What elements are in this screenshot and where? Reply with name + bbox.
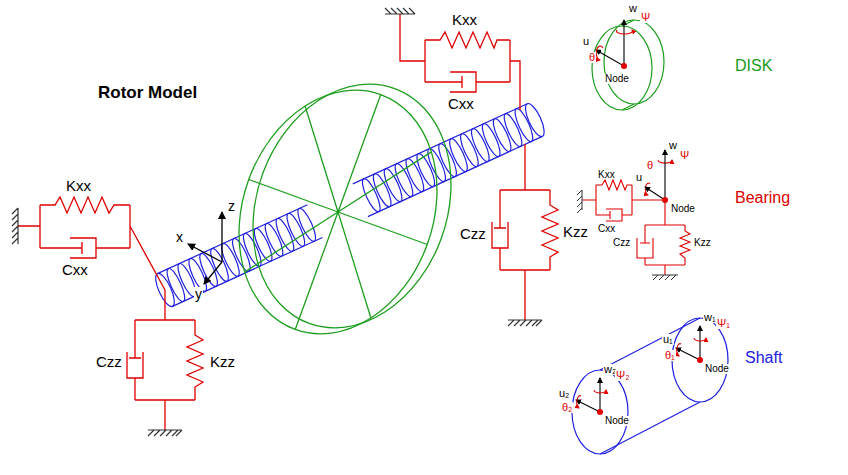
dof-label: u bbox=[582, 36, 590, 47]
axis-label: x bbox=[175, 230, 184, 244]
damper-symbol bbox=[40, 238, 130, 258]
dof-label: w bbox=[628, 3, 638, 14]
bearing-link bbox=[18, 205, 165, 290]
disk-element-icon bbox=[592, 20, 664, 110]
damping-label: Cxx bbox=[62, 262, 88, 277]
disk-rim bbox=[206, 62, 470, 362]
ground-symbol bbox=[385, 8, 542, 326]
element-name: DISK bbox=[735, 58, 772, 74]
element-name: Bearing bbox=[735, 190, 790, 206]
node-label: Node bbox=[604, 74, 630, 84]
damping-label: Czz bbox=[613, 238, 630, 248]
dof-label: u₂ bbox=[558, 388, 570, 399]
damping-label: Czz bbox=[96, 354, 122, 369]
damper-symbol bbox=[425, 72, 510, 92]
ground-symbol bbox=[12, 208, 182, 436]
dof-label: θ bbox=[646, 160, 654, 171]
axis-label: y bbox=[194, 287, 203, 301]
dof-label: u₁ bbox=[662, 334, 674, 345]
element-name: Shaft bbox=[745, 350, 782, 366]
right-bearing bbox=[400, 14, 558, 320]
bearing-link bbox=[400, 14, 520, 110]
bearing-link bbox=[135, 290, 195, 430]
stiffness-label: Kxx bbox=[598, 170, 615, 180]
bearing-element-icon bbox=[577, 150, 690, 280]
dof-label: Ψ₁ bbox=[716, 318, 731, 329]
damping-label: Cxx bbox=[598, 224, 615, 234]
stiffness-label: Kzz bbox=[563, 224, 588, 239]
shaft-end bbox=[522, 101, 548, 139]
axis-label: z bbox=[227, 199, 236, 213]
damping-label: Cxx bbox=[448, 96, 474, 111]
stiffness-label: Kxx bbox=[66, 178, 91, 193]
dof-label: Ψ bbox=[679, 150, 690, 161]
dof-label: θ₂ bbox=[561, 402, 573, 413]
damper-symbol bbox=[492, 190, 508, 270]
dof-label: θ₁ bbox=[664, 350, 676, 361]
disk-rim bbox=[220, 56, 484, 356]
coordinate-axes bbox=[188, 212, 222, 284]
node-label: Node bbox=[604, 416, 630, 426]
dof-label: Ψ₂ bbox=[615, 370, 630, 381]
spring-symbol bbox=[542, 190, 558, 270]
stiffness-label: Kzz bbox=[210, 354, 235, 369]
dof-label: w bbox=[668, 140, 678, 151]
stiffness-label: Kzz bbox=[694, 238, 711, 248]
node-label: Node bbox=[670, 204, 696, 214]
disk bbox=[206, 56, 484, 362]
damping-label: Czz bbox=[460, 226, 486, 241]
damper-symbol bbox=[127, 320, 143, 400]
stiffness-label: Kxx bbox=[452, 12, 477, 27]
spring-symbol bbox=[40, 197, 130, 213]
dof-label: θ bbox=[588, 52, 596, 63]
shaft-element-icon bbox=[572, 318, 728, 454]
spring-symbol bbox=[187, 320, 203, 400]
dof-label: w₁ bbox=[703, 312, 717, 323]
disk-spokes bbox=[206, 62, 470, 362]
dof-label: u bbox=[635, 172, 643, 183]
diagram-title: Rotor Model bbox=[98, 84, 197, 101]
node-label: Node bbox=[704, 364, 730, 374]
spring-symbol bbox=[425, 32, 510, 48]
dof-label: Ψ bbox=[640, 12, 651, 23]
left-bearing bbox=[18, 197, 203, 430]
